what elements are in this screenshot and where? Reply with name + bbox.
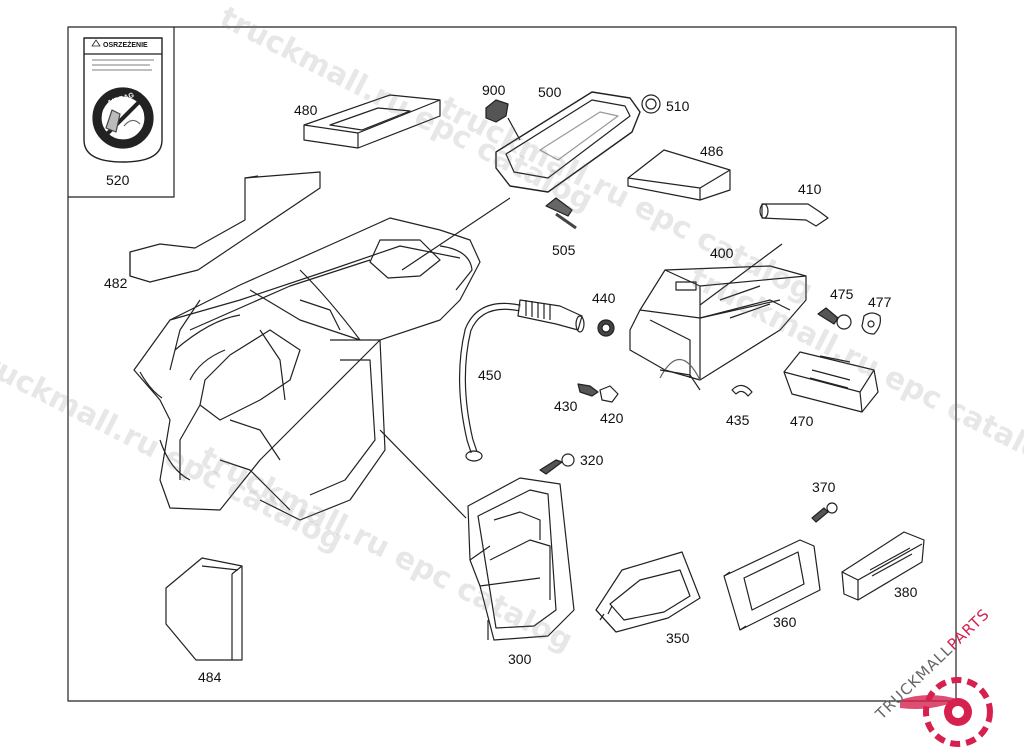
part-label-520: 520 <box>106 172 130 188</box>
warning-sticker-title: OSRZEŻENIE <box>103 42 148 49</box>
part-435 <box>731 384 753 397</box>
diagram-frame <box>67 26 957 702</box>
part-label-380: 380 <box>894 584 918 600</box>
part-label-435: 435 <box>726 412 750 428</box>
part-400-glovebox <box>629 265 807 391</box>
part-477 <box>861 312 881 335</box>
brand-gear-logo <box>900 677 993 747</box>
part-500 <box>495 91 641 193</box>
part-label-500: 500 <box>538 84 562 100</box>
part-482 <box>129 171 321 283</box>
part-480 <box>303 94 441 149</box>
part-label-477: 477 <box>868 294 892 310</box>
part-label-475: 475 <box>830 286 854 302</box>
part-label-320: 320 <box>580 452 604 468</box>
part-label-410: 410 <box>798 181 822 197</box>
dashboard-assembly <box>133 217 481 521</box>
part-420 <box>599 385 619 403</box>
part-label-450: 450 <box>478 367 502 383</box>
part-430 <box>577 383 599 397</box>
warning-sticker-520 <box>83 37 163 163</box>
part-360 <box>723 539 821 631</box>
part-label-420: 420 <box>600 410 624 426</box>
part-label-484: 484 <box>198 669 222 685</box>
part-label-370: 370 <box>812 479 836 495</box>
part-900 <box>485 99 509 123</box>
part-300-panel <box>467 477 575 641</box>
part-484 <box>165 557 243 661</box>
part-370 <box>811 507 829 523</box>
part-label-440: 440 <box>592 290 616 306</box>
part-486 <box>627 149 731 201</box>
part-505 <box>545 197 573 217</box>
part-470 <box>783 351 879 413</box>
part-label-400: 400 <box>710 245 734 261</box>
part-label-900: 900 <box>482 82 506 98</box>
part-label-430: 430 <box>554 398 578 414</box>
part-label-505: 505 <box>552 242 576 258</box>
part-label-510: 510 <box>666 98 690 114</box>
part-label-470: 470 <box>790 413 814 429</box>
part-350 <box>595 551 701 633</box>
part-320 <box>539 459 563 475</box>
part-label-360: 360 <box>773 614 797 630</box>
part-510 <box>641 94 661 114</box>
part-label-350: 350 <box>666 630 690 646</box>
part-label-482: 482 <box>104 275 128 291</box>
part-380 <box>841 531 925 601</box>
part-410 <box>761 203 829 227</box>
part-label-300: 300 <box>508 651 532 667</box>
part-label-480: 480 <box>294 102 318 118</box>
part-label-486: 486 <box>700 143 724 159</box>
